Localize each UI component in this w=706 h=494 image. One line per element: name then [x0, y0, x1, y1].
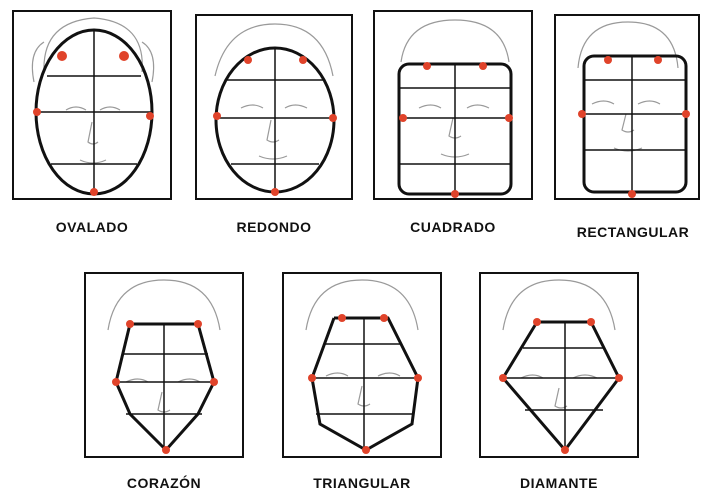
face-diagram-redondo: [197, 16, 351, 198]
face-diagram-ovalado: [14, 12, 170, 198]
face-panel-cuadrado: [373, 10, 533, 200]
face-diagram-corazon: [86, 274, 242, 456]
face-panel-corazon: [84, 272, 244, 458]
face-panel-diamante: [479, 272, 639, 458]
label-rectangular: RECTANGULAR: [560, 224, 706, 240]
label-cuadrado: CUADRADO: [383, 219, 523, 235]
label-ovalado: OVALADO: [22, 219, 162, 235]
face-diagram-diamante: [481, 274, 637, 456]
face-panel-ovalado: [12, 10, 172, 200]
face-panel-redondo: [195, 14, 353, 200]
label-corazon: CORAZÓN: [94, 475, 234, 491]
face-diagram-triangular: [284, 274, 440, 456]
label-redondo: REDONDO: [204, 219, 344, 235]
face-panel-triangular: [282, 272, 442, 458]
face-panel-rectangular: [554, 14, 700, 200]
face-diagram-rectangular: [556, 16, 698, 198]
label-triangular: TRIANGULAR: [292, 475, 432, 491]
label-diamante: DIAMANTE: [489, 475, 629, 491]
face-diagram-cuadrado: [375, 12, 531, 198]
